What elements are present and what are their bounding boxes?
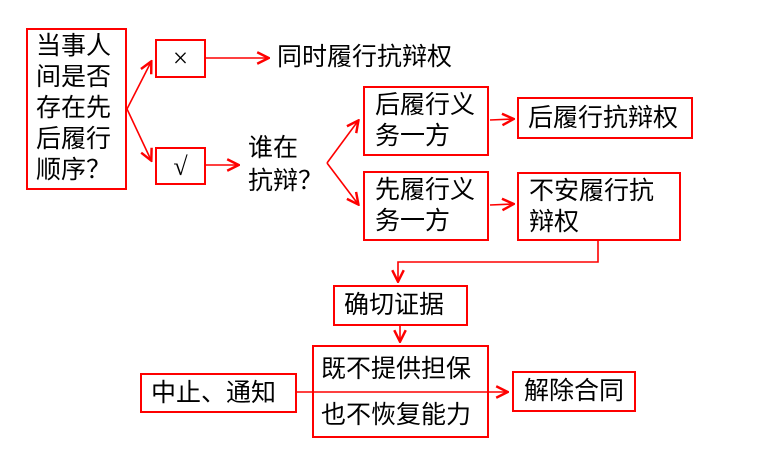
node-later-performer: 后履行义 务一方 bbox=[363, 86, 489, 156]
node-neither-guarantee-nor-recovery: 既不提供担保 也不恢复能力 bbox=[312, 345, 489, 438]
node-no-mark: × bbox=[155, 39, 206, 78]
arrow-main-to-no bbox=[126, 62, 151, 110]
arrow-main-to-yes bbox=[126, 108, 151, 160]
arrow-uneasy-to-evidence bbox=[398, 241, 599, 281]
arrow-who-to-first-performer bbox=[326, 162, 358, 204]
node-rescind-contract: 解除合同 bbox=[512, 371, 636, 412]
label-simultaneous-defense: 同时履行抗辩权 bbox=[277, 44, 453, 71]
node-later-performance-defense: 后履行抗辩权 bbox=[517, 97, 693, 139]
node-suspend-and-notify: 中止、通知 bbox=[140, 373, 297, 413]
node-conclusive-evidence: 确切证据 bbox=[333, 285, 468, 326]
node-first-performer: 先履行义 务一方 bbox=[363, 171, 489, 241]
node-main-question: 当事人 间是否 存在先 后履行 顺序？ bbox=[26, 28, 127, 190]
arrow-first-performer-to-uneasy bbox=[489, 204, 513, 205]
label-who-is-defending: 谁在 抗辩？ bbox=[248, 135, 324, 195]
arrow-later-performer-to-defense bbox=[489, 119, 513, 120]
node-uneasy-defense: 不安履行抗 辩权 bbox=[517, 172, 681, 241]
arrow-who-to-later-performer bbox=[326, 121, 358, 164]
node-yes-mark: √ bbox=[155, 147, 206, 185]
